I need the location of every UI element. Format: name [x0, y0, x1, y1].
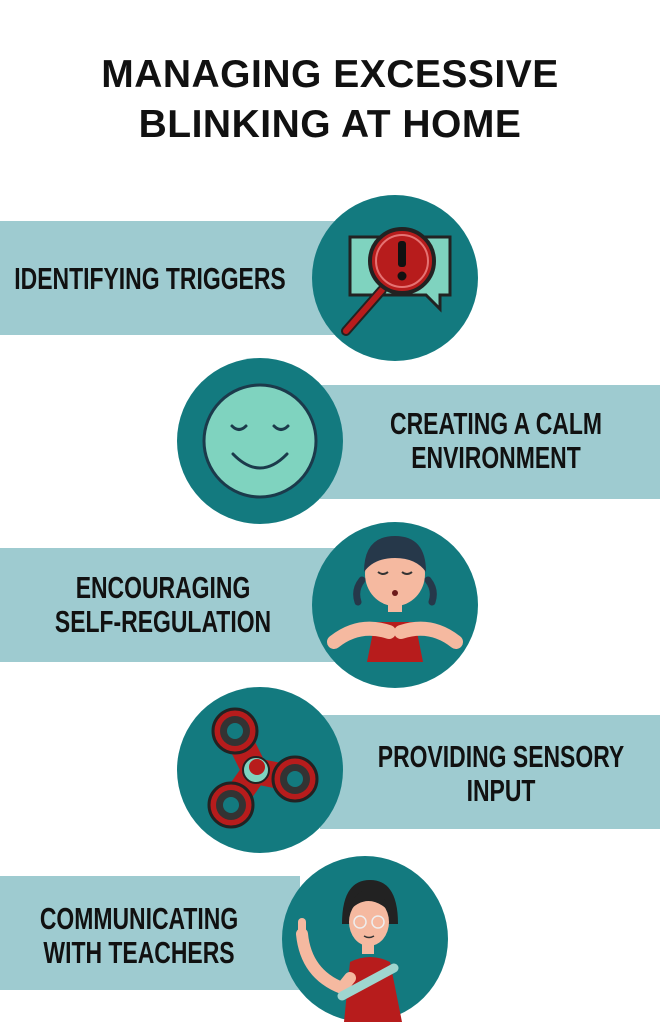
band — [320, 385, 660, 499]
label-line: SELF-REGULATION — [54, 604, 272, 639]
label-line: ENCOURAGING — [75, 570, 251, 605]
item-label: CREATING A CALM ENVIRONMENT — [355, 407, 636, 475]
band — [0, 548, 340, 662]
item-label: PROVIDING SENSORY INPUT — [360, 740, 641, 808]
page-title-line-2: BLINKING AT HOME — [138, 103, 522, 146]
item-label: ENCOURAGING SELF-REGULATION — [22, 571, 303, 639]
calm-face-icon — [177, 358, 343, 524]
breathing-girl-icon — [312, 522, 478, 688]
magnifier-alert-icon — [312, 195, 478, 361]
teacher-icon — [282, 856, 448, 1022]
fidget-spinner-icon — [177, 687, 343, 853]
label-line: COMMUNICATING — [39, 901, 239, 936]
label-line: CREATING A CALM — [390, 406, 602, 441]
label-line: ENVIRONMENT — [411, 440, 581, 475]
band — [0, 221, 340, 335]
band — [320, 715, 660, 829]
label-line: INPUT — [466, 773, 536, 808]
label-line: PROVIDING SENSORY — [377, 739, 625, 774]
page-title-line-1: MANAGING EXCESSIVE — [101, 53, 559, 96]
item-label: IDENTIFYING TRIGGERS — [9, 262, 290, 296]
band — [0, 876, 300, 990]
label-line: IDENTIFYING TRIGGERS — [14, 261, 286, 296]
label-line: WITH TEACHERS — [43, 935, 235, 970]
item-label: COMMUNICATING WITH TEACHERS — [0, 902, 280, 970]
